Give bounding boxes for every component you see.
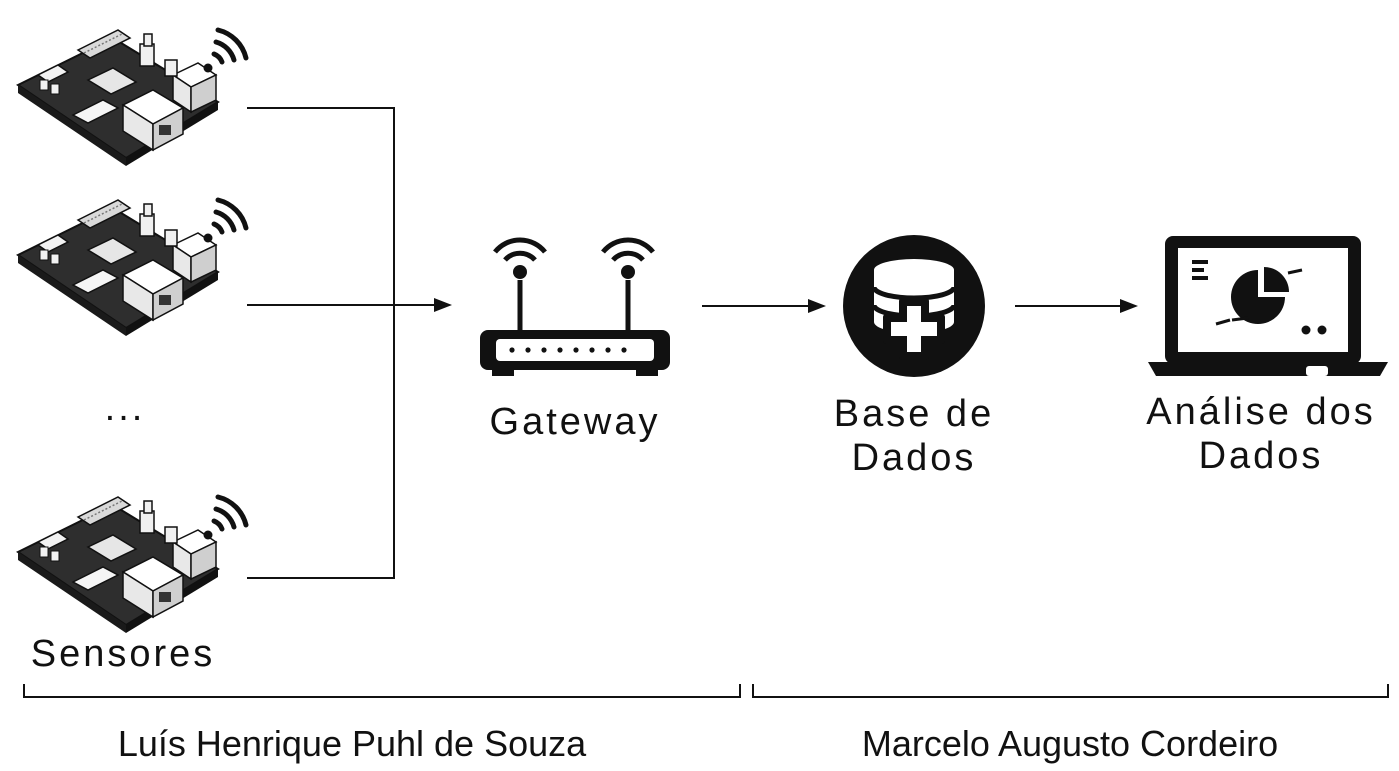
database-label-line1: Base de [833, 393, 995, 435]
router-icon [480, 237, 670, 376]
sensor-board-icon-2 [18, 200, 246, 336]
analysis-label-line2: Dados [1198, 435, 1324, 477]
arrow-to-gateway [434, 298, 452, 312]
left-group-bracket [23, 684, 741, 698]
right-group-bracket [752, 684, 1389, 698]
analysis-label: Análise dos Dados [1130, 390, 1392, 478]
right-group-author: Marcelo Augusto Cordeiro [861, 723, 1279, 764]
database-icon [843, 235, 985, 377]
gateway-label: Gateway [489, 401, 661, 443]
sensor-ellipsis: ... [104, 387, 146, 429]
database-label-line2: Dados [851, 437, 977, 479]
sensor-board-icon-3 [18, 497, 246, 633]
laptop-chart-icon [1148, 236, 1388, 376]
sensor-connector-lines [247, 107, 436, 579]
database-label: Base de Dados [804, 392, 1024, 480]
analysis-label-line1: Análise dos [1146, 391, 1376, 433]
left-group-author: Luís Henrique Puhl de Souza [117, 723, 587, 764]
sensors-label: Sensores [30, 633, 216, 675]
arrow-to-analysis [1120, 299, 1138, 313]
arrow-to-database [808, 299, 826, 313]
sensor-board-icon-1 [18, 30, 246, 166]
